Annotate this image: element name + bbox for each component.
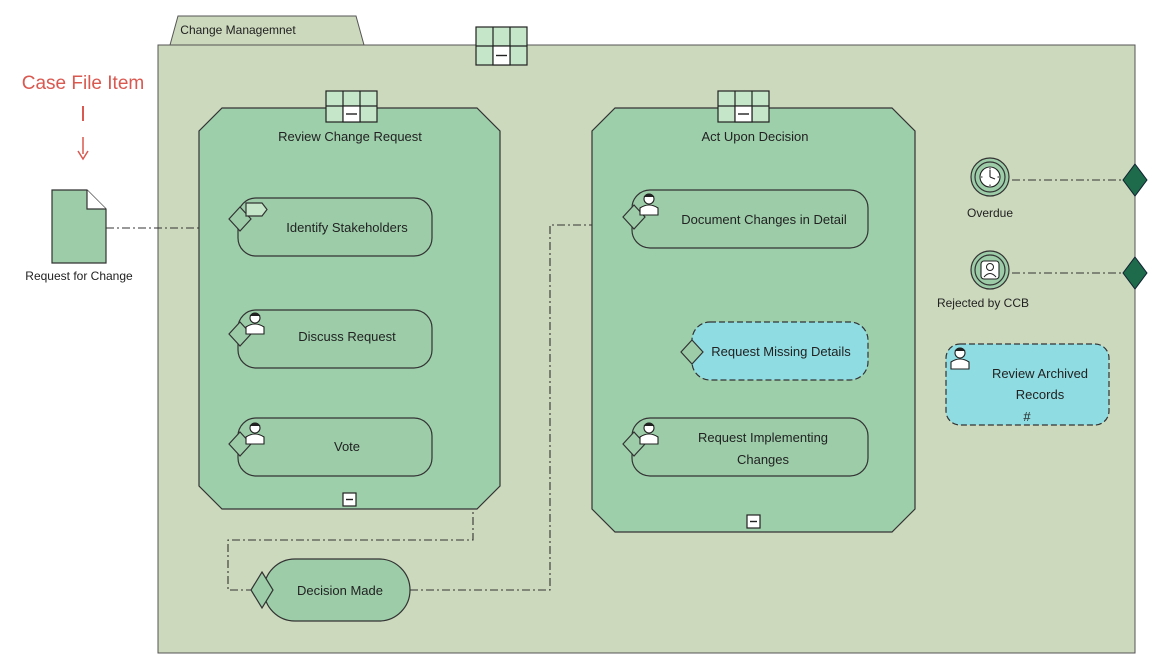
case-file-item-callout: Case File Item bbox=[22, 73, 144, 161]
task-name: Identify Stakeholders bbox=[286, 220, 408, 235]
entry-criterion-icon bbox=[250, 570, 274, 610]
event-overdue[interactable]: Overdue bbox=[967, 157, 1013, 220]
discretionary-task-shape bbox=[945, 343, 1110, 426]
milestone-decision-made[interactable]: Decision Made bbox=[250, 558, 411, 622]
event-inner-ring bbox=[974, 254, 1006, 286]
exit-criterion-rejected[interactable] bbox=[1122, 256, 1148, 290]
task-vote[interactable]: Vote bbox=[228, 417, 433, 477]
callout-arrowhead bbox=[77, 150, 89, 161]
connector-decision-to-document bbox=[410, 224, 630, 591]
human-task-icon bbox=[245, 312, 265, 335]
task-discuss-request[interactable]: Discuss Request bbox=[228, 309, 433, 369]
user-event-icon bbox=[980, 260, 1000, 280]
task-name: Discuss Request bbox=[298, 329, 396, 344]
event-name: Rejected by CCB bbox=[937, 296, 1029, 310]
stage-planning-table-icon[interactable] bbox=[717, 90, 770, 123]
exit-criterion-overdue[interactable] bbox=[1122, 163, 1148, 197]
milestone-name: Decision Made bbox=[297, 583, 383, 598]
task-shape bbox=[631, 417, 869, 477]
human-task-icon bbox=[639, 193, 659, 216]
case-file-item-name: Request for Change bbox=[25, 269, 133, 283]
event-rejected-by-ccb[interactable]: Rejected by CCB bbox=[937, 250, 1029, 310]
task-document-changes-in-detail[interactable]: Document Changes in Detail bbox=[622, 189, 869, 249]
task-name-line1: Review Archived bbox=[992, 366, 1088, 381]
stage-name: Act Upon Decision bbox=[702, 129, 809, 144]
human-task-icon bbox=[639, 422, 659, 445]
stage-review-change-request[interactable]: Review Change Request Identify Stakehold… bbox=[198, 90, 501, 510]
stage-act-upon-decision[interactable]: Act Upon Decision Document Changes in De… bbox=[591, 90, 916, 533]
task-request-missing-details[interactable]: Request Missing Details bbox=[680, 321, 869, 381]
stage-collapse-icon[interactable] bbox=[746, 514, 761, 529]
task-name: Document Changes in Detail bbox=[681, 212, 847, 227]
task-name-line1: Request Implementing bbox=[698, 430, 828, 445]
timer-icon bbox=[979, 166, 1001, 188]
task-name-line2: Changes bbox=[737, 452, 790, 467]
stage-collapse-icon[interactable] bbox=[342, 492, 357, 507]
task-name: Vote bbox=[334, 439, 360, 454]
task-name: Request Missing Details bbox=[711, 344, 851, 359]
human-task-icon bbox=[245, 422, 265, 445]
entry-criterion-icon bbox=[680, 339, 704, 365]
plan-planning-table-icon[interactable] bbox=[475, 26, 528, 66]
process-task-icon bbox=[245, 202, 268, 217]
event-name: Overdue bbox=[967, 206, 1013, 220]
repetition-marker-icon: # bbox=[1023, 409, 1031, 424]
human-task-icon bbox=[950, 347, 970, 370]
plan-name: Change Managemnet bbox=[180, 23, 296, 37]
task-review-archived-records[interactable]: Review Archived Records # bbox=[945, 343, 1110, 426]
callout-text: Case File Item bbox=[22, 73, 144, 94]
stage-planning-table-icon[interactable] bbox=[325, 90, 378, 123]
task-name-line2: Records bbox=[1016, 387, 1065, 402]
stage-name: Review Change Request bbox=[278, 129, 422, 144]
case-file-item[interactable]: Request for Change bbox=[25, 189, 133, 283]
task-identify-stakeholders[interactable]: Identify Stakeholders bbox=[228, 197, 433, 257]
task-request-implementing-changes[interactable]: Request Implementing Changes bbox=[622, 417, 869, 477]
event-inner-ring bbox=[974, 161, 1006, 193]
document-fold bbox=[86, 190, 106, 210]
